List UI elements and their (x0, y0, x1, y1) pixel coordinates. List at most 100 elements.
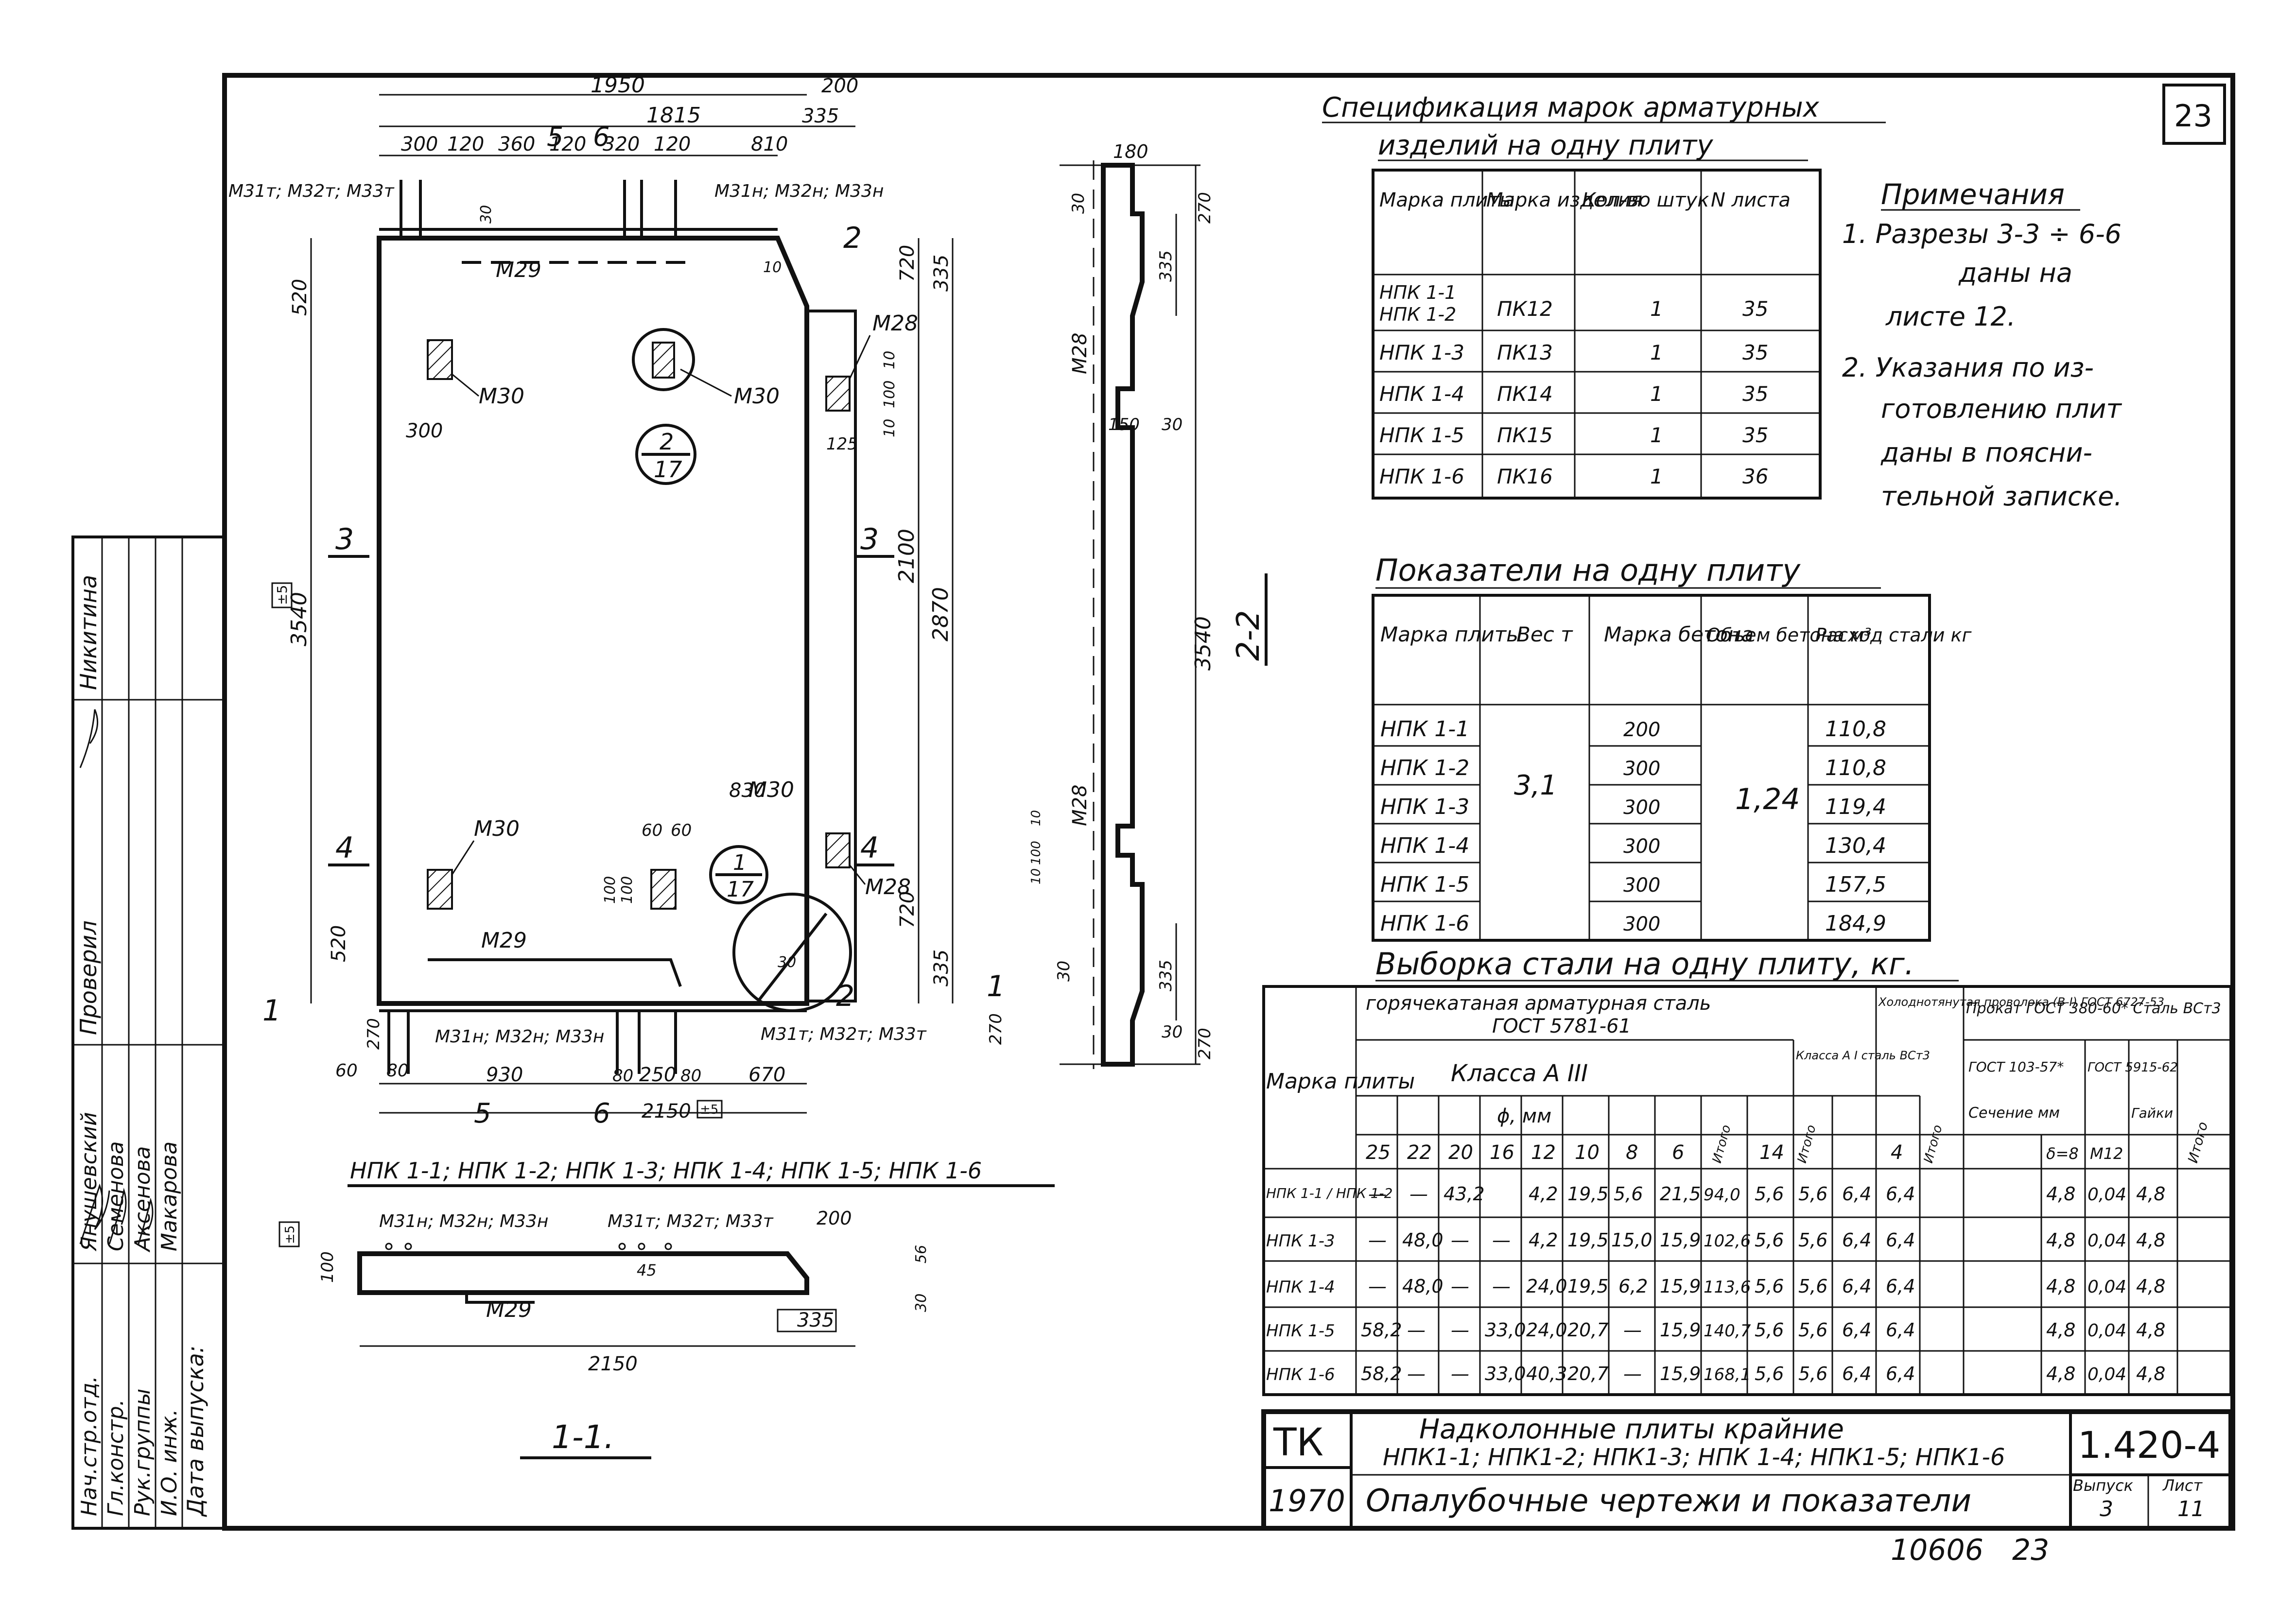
callout-1-den: 17 (727, 877, 754, 902)
dim-335-right-bottom: 335 (930, 950, 953, 986)
spec-h-qty: Кол-во штук (1582, 189, 1709, 211)
stamp-role-1: Нач.стр.отд. (77, 1376, 102, 1516)
steel-h-nuts: Гайки (2131, 1105, 2173, 1121)
steel-r2-c13: 6,4 (1886, 1229, 1915, 1251)
dim-1815: 1815 (646, 103, 701, 128)
stamp-checked: Проверил (75, 920, 102, 1035)
section11-label: НПК 1-1; НПК 1-2; НПК 1-3; НПК 1-4; НПК … (350, 1158, 982, 1184)
tb-title-2: НПК1-1; НПК1-2; НПК1-3; НПК 1-4; НПК1-5;… (1383, 1444, 2005, 1471)
tb-code: 1.420-4 (2078, 1423, 2220, 1467)
section-mark-4-right: 4 (860, 831, 879, 865)
steel-h-gost1: ГОСТ 103-57* (1968, 1059, 2064, 1075)
side-dim-270-bottom: 270 (1195, 1028, 1215, 1059)
steel-r3-c2: 48,0 (1402, 1276, 1444, 1297)
signature-4 (79, 709, 99, 768)
ind-row-5-concrete: 300 (1623, 874, 1660, 897)
dim-80-bottom-b: 80 (680, 1066, 701, 1086)
callout-2-den: 17 (654, 456, 682, 483)
title-block: ТК 1970 Надколонные плиты крайние НПК1-1… (1261, 1409, 2233, 1567)
tol-box-1 (271, 582, 293, 608)
dim-60-left: 60 (335, 1061, 358, 1081)
ind-weight: 3,1 (1514, 770, 1557, 801)
spec-row-4-item: ПК14 (1497, 382, 1553, 406)
steel-r1-c5: 4,2 (1529, 1183, 1558, 1205)
side-label-m28-top: М28 (1069, 333, 1091, 374)
steel-h-gost2: ГОСТ 5915-62 (2087, 1060, 2178, 1075)
steel-r4-c6: 20,7 (1567, 1319, 1609, 1341)
label-m30-b: М30 (734, 384, 780, 409)
steel-r1-mark: НПК 1-1 / НПК 1-2 (1266, 1185, 1392, 1201)
steel-d-10: 10 (1575, 1141, 1600, 1164)
steel-r4-c3: — (1451, 1319, 1469, 1341)
label-m30-a: М30 (479, 384, 524, 409)
side-dim-100: 100 (1029, 841, 1044, 865)
steel-r5-c8: 15,9 (1660, 1363, 1701, 1384)
steel-r3-c5: 24,0 (1526, 1276, 1567, 1297)
steel-r4-c10: 5,6 (1755, 1319, 1784, 1341)
steel-r2-c16: 4,8 (2136, 1229, 2165, 1251)
label-30-top: 30 (478, 205, 495, 224)
tb-archive-sheet: 23 (2012, 1533, 2049, 1567)
steel-h-group1b: ГОСТ 5781-61 (1492, 1015, 1631, 1037)
section-mark-2-bottom: 2 (836, 979, 854, 1013)
steel-r5-c1: 58,2 (1361, 1363, 1402, 1384)
steel-r1-c11: 5,6 (1798, 1183, 1827, 1205)
dim-520-bottom-left: 520 (328, 925, 350, 962)
spec-row-4-sheet: 35 (1742, 382, 1768, 406)
steel-h-group1: горячекатаная арматурная сталь (1366, 992, 1711, 1015)
tb-sheet: 11 (2177, 1497, 2205, 1521)
steel-r4-c12: 6,4 (1842, 1319, 1871, 1341)
steel-r4-c7: — (1623, 1319, 1642, 1341)
steel-r2-c12: 6,4 (1842, 1229, 1871, 1251)
dim-100-c: 100 (619, 876, 636, 904)
indicators-title: Показатели на одну плиту (1375, 553, 1801, 588)
note-line-6: даны в поясни- (1880, 437, 2092, 468)
ind-h-concrete: Марка бетона (1604, 622, 1754, 646)
section11-dim-200: 200 (817, 1208, 852, 1229)
ind-row-4-mark: НПК 1-4 (1380, 833, 1469, 858)
steel-table: Выборка стали на одну плиту, кг. (1262, 946, 2232, 1396)
steel-r1-c9: 94,0 (1704, 1185, 1740, 1205)
section-mark-1-right: 1 (987, 969, 1005, 1003)
ind-row-3-steel: 119,4 (1825, 795, 1886, 819)
marks-top-right: М31н; М32н; М33н (714, 181, 884, 201)
spec-row-2-sheet: 35 (1742, 297, 1768, 321)
dim-200-top: 200 (821, 75, 858, 97)
steel-r4-c15: 0,04 (2087, 1321, 2126, 1341)
side-dim-270-top: 270 (1195, 192, 1215, 224)
steel-r1-c1: — (1368, 1183, 1387, 1205)
dim-120c: 120 (654, 133, 691, 156)
dim-2150: 2150 (642, 1100, 691, 1123)
notes-title: Примечания (1881, 178, 2065, 211)
indicators-table: Показатели на одну плиту Марка плиты Вес… (1372, 553, 1972, 942)
stamp-role-3: Рук.группы (130, 1389, 155, 1517)
steel-h-class3: Класса A III (1451, 1060, 1588, 1087)
label-10-circle: 30 (778, 954, 796, 971)
dim-3540: 3540 (287, 592, 312, 646)
section11-dim-56: 56 (913, 1245, 930, 1263)
steel-h-class1: Класса A I сталь ВСт3 (1796, 1049, 1930, 1062)
tb-tk: ТК (1273, 1421, 1323, 1465)
steel-d-4: 4 (1891, 1141, 1903, 1164)
ind-row-3-mark: НПК 1-3 (1380, 795, 1469, 819)
steel-r1-c15: 0,04 (2087, 1185, 2126, 1205)
steel-r1-c10: 5,6 (1755, 1183, 1784, 1205)
marks-top-left: М31т; М32т; М33т (228, 181, 395, 201)
tb-issue-label: Выпуск (2073, 1476, 2134, 1495)
steel-d-22: 22 (1407, 1141, 1432, 1164)
steel-r3-c1: — (1368, 1276, 1387, 1297)
callout-2-17 (635, 424, 696, 485)
steel-r4-c4: 33,0 (1485, 1319, 1526, 1341)
label-m29-bottom: М29 (481, 928, 527, 953)
dim-930: 930 (486, 1064, 523, 1086)
spec-row-4-mark: НПК 1-4 (1379, 382, 1464, 406)
steel-d-20: 20 (1448, 1141, 1473, 1164)
ind-row-6-concrete: 300 (1623, 913, 1660, 935)
steel-r4-c2: — (1407, 1319, 1426, 1341)
side-view-title: 2-2 (1231, 610, 1267, 661)
section-mark-3-right: 3 (860, 522, 879, 556)
spec-title-2: изделий на одну плиту (1378, 130, 1713, 161)
steel-h-phi: ϕ, мм (1497, 1105, 1551, 1127)
steel-r2-c6: 19,5 (1567, 1229, 1609, 1251)
stamp-name-2: Семенова (104, 1141, 128, 1251)
